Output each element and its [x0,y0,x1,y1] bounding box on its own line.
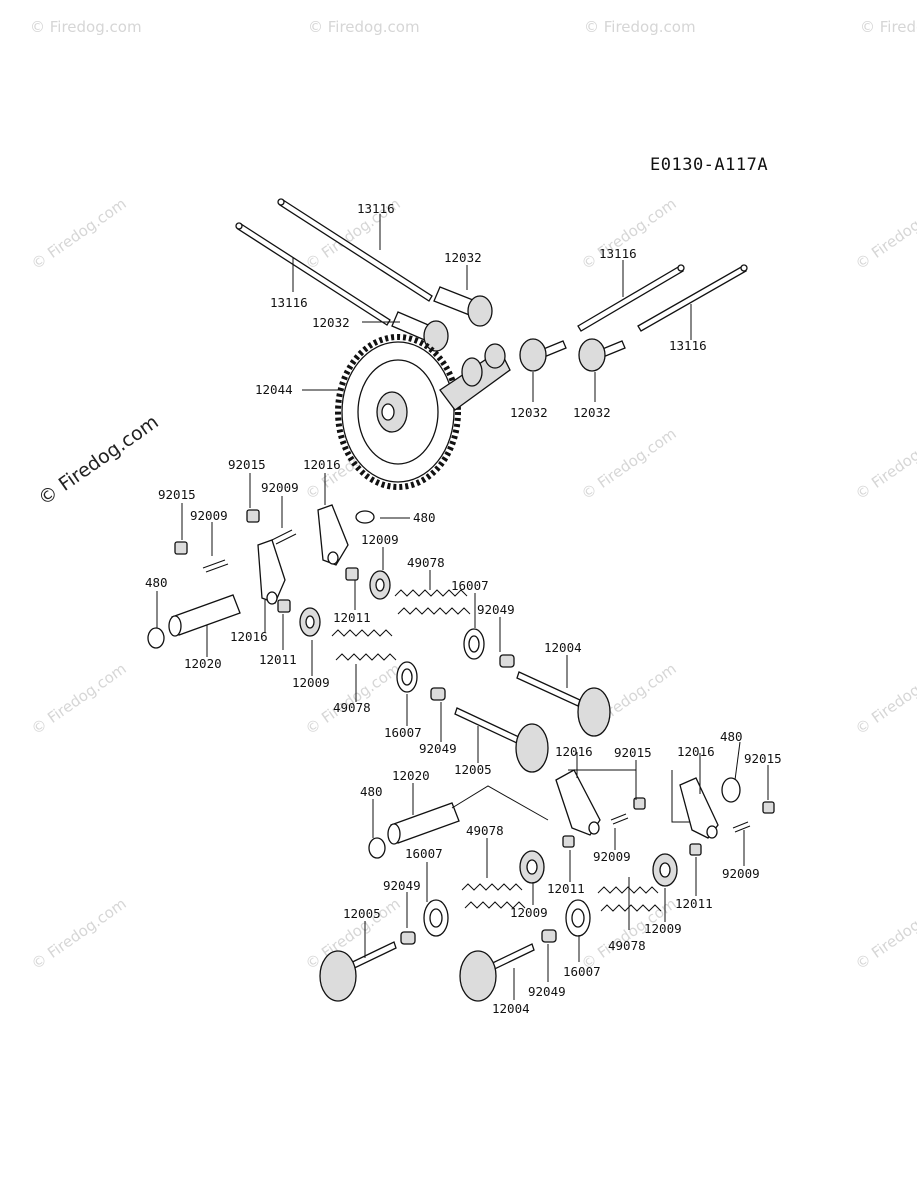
part-label: 16007 [563,964,601,979]
watermark-text: © Firedog.com [30,18,142,36]
part-label: 12032 [510,405,548,420]
washer-drawing [299,570,678,937]
pushrod-drawing [235,198,748,332]
circlip-drawing [147,510,741,859]
small-parts-drawing [174,509,775,945]
part-label: 49078 [407,555,445,570]
valve-spring-drawing [331,589,662,912]
part-label: 12009 [292,675,330,690]
part-label: 480 [720,729,743,744]
diagram-code: E0130-A117A [650,155,768,175]
part-label: 12009 [510,905,548,920]
part-label: 12020 [184,656,222,671]
part-label: 92049 [528,984,566,999]
part-label: 12016 [230,629,268,644]
rocker-arm-drawing [257,504,719,839]
part-label: 49078 [333,700,371,715]
part-label: 92009 [593,849,631,864]
watermark-text: © Firedog.com [852,425,917,504]
part-label: 12032 [312,315,350,330]
valve-drawing [319,671,611,1002]
part-label: 12011 [259,652,297,667]
part-label: 12005 [454,762,492,777]
watermark-text: © Firedog.com [578,425,680,504]
part-labels: 13116 13116 13116 13116 12032 12032 1203… [145,201,782,1016]
tappet-drawing [391,286,626,372]
part-label: 12016 [677,744,715,759]
rocker-shaft-drawing [168,594,460,845]
part-label: 12016 [555,744,593,759]
part-label: 92009 [190,508,228,523]
part-label: 12004 [492,1001,530,1016]
part-label: 13116 [270,295,308,310]
watermark-text: © Firedog.com [584,18,696,36]
watermark-text: © Firedog.com [852,895,917,974]
part-label: 12005 [343,906,381,921]
part-label: 12011 [675,896,713,911]
part-label: 49078 [466,823,504,838]
part-label: 480 [413,510,436,525]
part-label: 12009 [644,921,682,936]
part-label: 12044 [255,382,293,397]
part-label: 92009 [722,866,760,881]
watermark-text: © Firedog.com [860,18,917,36]
part-label: 92009 [261,480,299,495]
part-label: 92015 [614,745,652,760]
part-label: 92015 [744,751,782,766]
part-label: 12004 [544,640,582,655]
part-label: 12009 [361,532,399,547]
part-label: 92049 [383,878,421,893]
part-label: 12032 [573,405,611,420]
part-label: 12020 [392,768,430,783]
part-label: 480 [145,575,168,590]
part-label: 16007 [405,846,443,861]
camshaft-drawing [335,334,511,490]
part-label: 12032 [444,250,482,265]
leader-lines [156,214,769,1000]
watermark-text: © Firedog.com [308,18,420,36]
watermark-text: © Firedog.com [852,660,917,739]
part-label: 480 [360,784,383,799]
part-label: 92049 [419,741,457,756]
watermark-text: © Firedog.com [578,195,680,274]
part-label: 92049 [477,602,515,617]
part-label: 49078 [608,938,646,953]
part-label: 16007 [451,578,489,593]
part-label: 13116 [599,246,637,261]
part-label: 92015 [158,487,196,502]
parts-drawing [147,198,775,1002]
watermark-text-main: © Firedog.com [34,411,162,510]
part-label: 16007 [384,725,422,740]
watermark-text: © Firedog.com [28,895,130,974]
watermark-text: © Firedog.com [28,195,130,274]
watermark-text: © Firedog.com [852,195,917,274]
watermark-text: © Firedog.com [28,660,130,739]
part-label: 13116 [669,338,707,353]
part-label: 12011 [333,610,371,625]
part-label: 92015 [228,457,266,472]
part-label: 13116 [357,201,395,216]
part-label: 12011 [547,881,585,896]
part-label: 12016 [303,457,341,472]
